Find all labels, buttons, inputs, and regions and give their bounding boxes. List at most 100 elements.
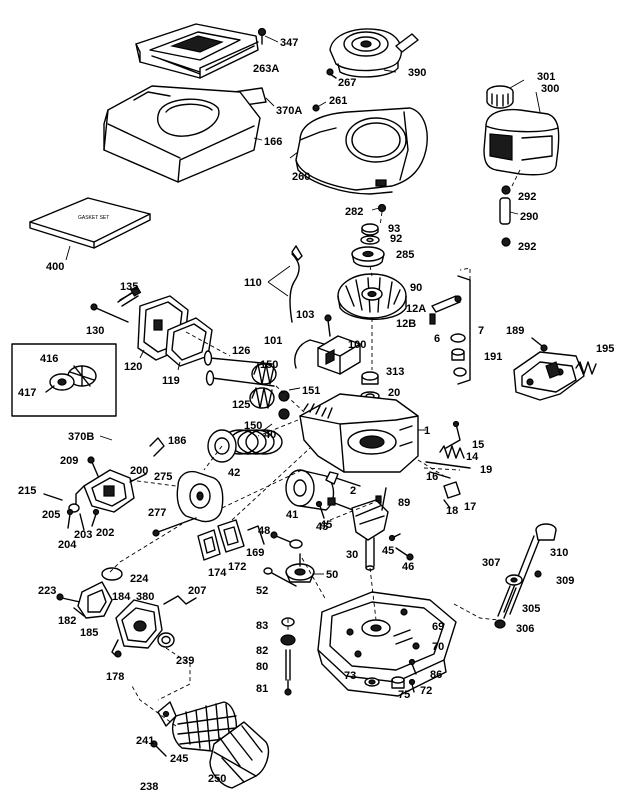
part-292-clamp-lower <box>501 237 511 247</box>
label-126: 126 <box>232 345 250 357</box>
label-20: 20 <box>388 387 400 399</box>
part-48-bolt <box>270 531 303 549</box>
part-150-spring-upper <box>251 363 277 385</box>
label-204: 204 <box>58 539 77 551</box>
label-83: 83 <box>256 620 268 632</box>
part-277-screw <box>152 517 197 537</box>
part-86-screw <box>408 658 417 675</box>
part-223-screw <box>56 593 81 603</box>
part-103-screw <box>324 314 332 337</box>
label-245: 245 <box>170 753 188 765</box>
part-416-gear <box>67 365 97 387</box>
label-174: 174 <box>208 567 227 579</box>
part-224-bowl <box>101 567 123 581</box>
part-275-air-filter-cover <box>176 470 224 523</box>
part-12B-clip <box>429 313 436 325</box>
assembly-lines <box>109 169 521 727</box>
label-200: 200 <box>130 465 148 477</box>
label-75: 75 <box>398 689 410 701</box>
part-209-screw <box>87 456 99 477</box>
part-185-fuel-pump <box>77 581 113 619</box>
label-185: 185 <box>80 627 98 639</box>
part-285-starter-cup <box>351 246 385 268</box>
label-45-upper: 45 <box>320 519 332 531</box>
label-313: 313 <box>386 366 404 378</box>
part-150-spring-lower <box>249 387 275 409</box>
label-89: 89 <box>398 497 410 509</box>
label-178: 178 <box>106 671 124 683</box>
label-301: 301 <box>537 71 555 83</box>
part-300-fuel-tank <box>483 91 560 176</box>
part-151-retainer <box>278 387 301 420</box>
label-207: 207 <box>188 585 206 597</box>
label-52: 52 <box>256 585 268 597</box>
part-12A-lever <box>431 295 462 313</box>
part-239-ring <box>157 632 175 648</box>
part-204-needle <box>66 508 74 529</box>
label-205: 205 <box>42 509 60 521</box>
part-205-gasket <box>68 503 80 513</box>
part-40-piston-rings <box>221 423 283 455</box>
part-306-clip <box>494 619 506 629</box>
part-7-bracket <box>453 275 471 385</box>
label-380: 380 <box>136 591 154 603</box>
label-191: 191 <box>484 351 502 363</box>
label-17: 17 <box>464 501 476 513</box>
inset-box <box>11 343 117 417</box>
label-347: 347 <box>280 37 298 49</box>
label-370B: 370B <box>68 431 94 443</box>
part-46-screw <box>395 547 414 561</box>
label-43: 43 <box>316 521 328 533</box>
label-80: 80 <box>256 661 268 673</box>
part-301-fuel-cap <box>486 79 525 109</box>
label-120: 120 <box>124 361 142 373</box>
label-184: 184 <box>112 591 131 603</box>
label-310: 310 <box>550 547 568 559</box>
part-207-linkage <box>163 595 197 605</box>
label-72: 72 <box>420 685 432 697</box>
part-195-spring <box>575 361 597 375</box>
part-73-seal <box>364 677 380 687</box>
label-263A: 263A <box>253 63 279 75</box>
label-275: 275 <box>154 471 172 483</box>
label-2: 2 <box>350 485 356 497</box>
part-250-muffler <box>209 721 270 789</box>
label-46: 46 <box>402 561 414 573</box>
label-6: 6 <box>434 333 440 345</box>
part-1-cylinder-block <box>299 393 426 473</box>
part-16-link <box>429 471 451 479</box>
label-103: 103 <box>296 309 314 321</box>
part-267-screw <box>326 68 337 79</box>
label-30: 30 <box>346 549 358 561</box>
label-16: 16 <box>426 471 438 483</box>
label-73: 73 <box>344 670 356 682</box>
label-42: 42 <box>228 467 240 479</box>
label-40: 40 <box>264 429 276 441</box>
part-290-fuel-line <box>499 197 519 225</box>
label-400: 400 <box>46 261 64 273</box>
label-203: 203 <box>74 529 92 541</box>
part-41-piston <box>285 469 335 511</box>
label-14: 14 <box>466 451 479 463</box>
part-labels: 347 263A 267 390 301 300 370A 261 166 26… <box>18 37 614 793</box>
label-182: 182 <box>58 615 76 627</box>
part-305-tube <box>497 585 517 619</box>
part-370B-decal <box>99 435 113 441</box>
label-195: 195 <box>596 343 614 355</box>
label-215: 215 <box>18 485 36 497</box>
part-101-wire <box>294 339 325 369</box>
part-309-screw <box>534 570 542 578</box>
part-50-camshaft <box>285 553 324 583</box>
label-416: 416 <box>40 353 58 365</box>
label-261: 261 <box>329 95 347 107</box>
part-186-linkage <box>149 437 165 457</box>
label-309: 309 <box>556 575 574 587</box>
part-169-gasket <box>247 525 265 545</box>
label-238: 238 <box>140 781 158 793</box>
label-282: 282 <box>345 206 363 218</box>
label-370A: 370A <box>276 105 302 117</box>
label-239: 239 <box>176 655 194 667</box>
label-209: 209 <box>60 455 78 467</box>
label-48: 48 <box>258 525 270 537</box>
label-307: 307 <box>482 557 500 569</box>
